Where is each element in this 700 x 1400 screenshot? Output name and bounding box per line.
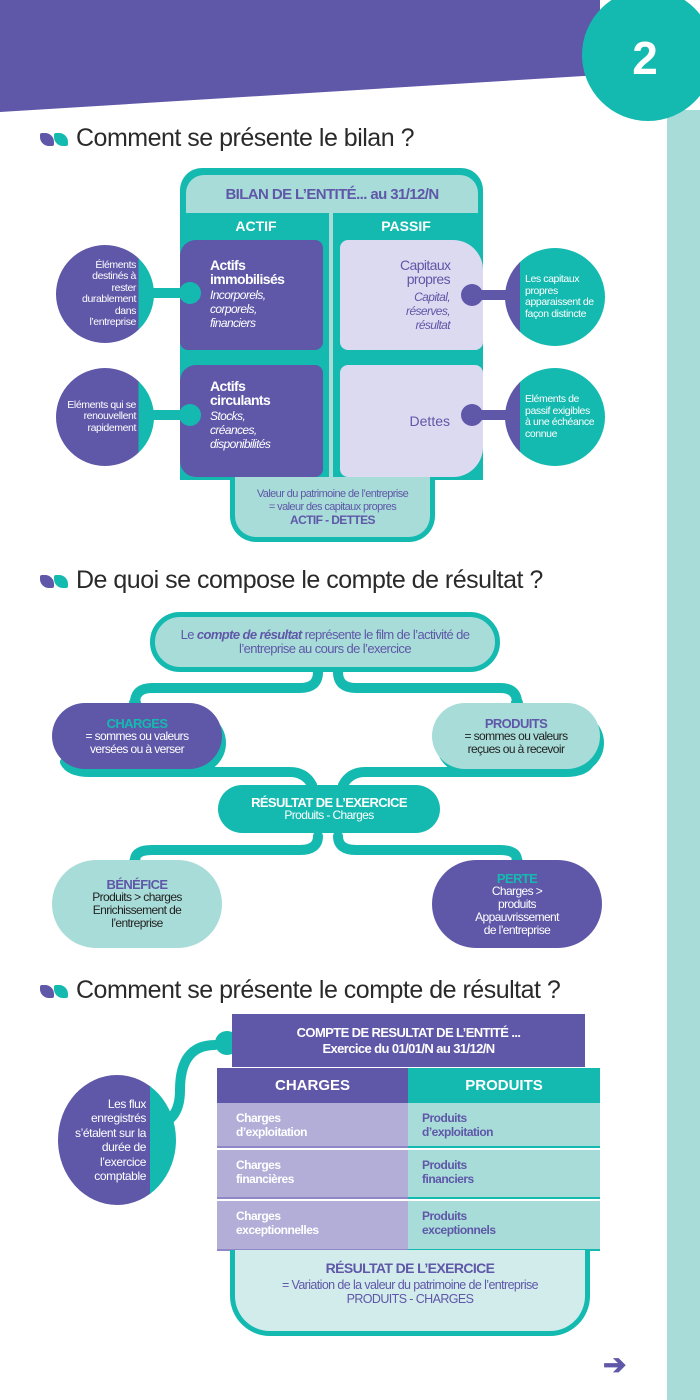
box-detail: Capital, réserves, résultat: [406, 290, 451, 332]
page-number: 2: [632, 31, 658, 84]
box-title: Dettes: [409, 413, 450, 429]
actifs-circulants-box: Actifs circulants Stocks, créances, disp…: [180, 365, 323, 477]
produits-cell: Produits exceptionnels: [408, 1201, 600, 1251]
note-immobilises: Éléments destinés à rester durablement d…: [56, 245, 154, 343]
produits-cell: Produits d’exploitation: [408, 1103, 600, 1148]
leaf-icon: [40, 566, 68, 595]
pill-text: Charges > produits Appauvrissement de l’…: [475, 883, 559, 937]
charges-cell: Charges exceptionnelles: [217, 1201, 408, 1251]
pill-title: RÉSULTAT DE L’EXERCICE: [251, 795, 407, 810]
footer-line: = valeur des capitaux propres: [268, 500, 397, 513]
result-line: PRODUITS - CHARGES: [346, 1292, 474, 1306]
passif-label: PASSIF: [381, 218, 431, 234]
divider: [329, 213, 333, 480]
note-text: Les flux enregistrés s’étalent sur la du…: [75, 1096, 146, 1184]
compte-header: COMPTE DE RESULTAT DE L’ENTITÉ ... Exerc…: [232, 1014, 585, 1067]
note-text: Les capitaux propres apparaissent de faç…: [525, 273, 594, 320]
result-line: = Variation de la valeur du patrimoine d…: [281, 1278, 539, 1292]
footer-formula: ACTIF - DETTES: [290, 512, 376, 527]
dettes-box: Dettes: [340, 365, 483, 477]
col-produits: PRODUITS: [408, 1068, 600, 1103]
intro-emphasis: compte de résultat: [196, 627, 302, 642]
note-flux: Les flux enregistrés s’étalent sur la du…: [58, 1075, 176, 1205]
note-text: Éléments destinés à rester durablement d…: [82, 258, 136, 328]
bilan-header: BILAN DE L’ENTITÉ... au 31/12/N: [186, 175, 478, 213]
compte-resultat-intro: Le compte de résultat représente le film…: [150, 612, 500, 672]
box-title: Actifs circulants: [210, 378, 271, 408]
pill-text: Produits > charges Enrichissement de l’e…: [92, 890, 182, 930]
note-dettes: Eléments de passif exigibles à une échéa…: [505, 368, 605, 466]
result-title: RÉSULTAT DE L’EXERCICE: [325, 1260, 495, 1276]
section-title-bilan: Comment se présente le bilan ?: [40, 124, 414, 153]
section-title-composition: De quoi se compose le compte de résultat…: [40, 566, 543, 595]
bilan-footer: Valeur du patrimoine de l’entreprise = v…: [230, 477, 435, 542]
footer-line: Valeur du patrimoine de l’entreprise: [256, 487, 409, 500]
arrow-right-icon[interactable]: ➔: [603, 1349, 627, 1380]
bilan-connectors: [150, 282, 510, 426]
section-title-text: De quoi se compose le compte de résultat…: [76, 566, 543, 594]
leaf-icon: [40, 976, 68, 1005]
pill-text: Produits - Charges: [284, 808, 374, 822]
note-text: Eléments qui se renouvellent rapidement: [67, 398, 136, 434]
produits-pill: PRODUITS = sommes ou valeurs reçues ou à…: [432, 703, 600, 769]
actif-label: ACTIF: [235, 218, 277, 234]
section-title-presentation: Comment se présente le compte de résulta…: [40, 976, 561, 1005]
pill-text: = sommes ou valeurs versées ou à verser: [85, 728, 190, 756]
section-title-text: Comment se présente le compte de résulta…: [76, 976, 561, 1004]
box-detail: Incorporels, corporels, financiers: [210, 288, 266, 330]
leaf-icon: [40, 124, 68, 153]
note-capitaux: Les capitaux propres apparaissent de faç…: [505, 248, 605, 346]
produits-cell: Produits financiers: [408, 1150, 600, 1199]
box-title: Actifs immobilisés: [210, 257, 285, 287]
header-line: COMPTE DE RESULTAT DE L’ENTITÉ ...: [296, 1024, 521, 1040]
box-detail: Stocks, créances, disponibilités: [210, 409, 271, 451]
pill-text: = sommes ou valeurs reçues ou à recevoir: [464, 728, 569, 756]
note-text: Eléments de passif exigibles à une échéa…: [525, 393, 595, 440]
section-title-text: Comment se présente le bilan ?: [76, 124, 414, 152]
header-line: Exercice du 01/01/N au 31/12/N: [322, 1040, 495, 1056]
pill-title: PRODUITS: [484, 715, 548, 731]
note-circulants: Eléments qui se renouvellent rapidement: [56, 368, 154, 466]
capitaux-propres-box: Capitaux propres Capital, réserves, résu…: [340, 240, 483, 350]
intro-text: Le: [180, 627, 197, 642]
box-title: Capitaux propres: [400, 257, 451, 287]
intro-text: représente le film de l’activité de l’en…: [239, 627, 470, 656]
perte-pill: PERTE Charges > produits Appauvrissement…: [432, 860, 602, 948]
pill-title: BÉNÉFICE: [106, 877, 169, 892]
pill-title: CHARGES: [106, 715, 168, 731]
charges-pill: CHARGES = sommes ou valeurs versées ou à…: [52, 703, 222, 769]
resultat-pill: RÉSULTAT DE L’EXERCICE Produits - Charge…: [218, 785, 440, 833]
charges-cell: Charges d’exploitation: [217, 1103, 408, 1148]
resultat-exercice-box: RÉSULTAT DE L’EXERCICE = Variation de la…: [230, 1250, 590, 1336]
charges-cell: Charges financières: [217, 1150, 408, 1199]
pill-title: PERTE: [496, 870, 538, 886]
actifs-immobilises-box: Actifs immobilisés Incorporels, corporel…: [180, 240, 323, 350]
benefice-pill: BÉNÉFICE Produits > charges Enrichisseme…: [52, 860, 222, 948]
col-charges: CHARGES: [217, 1068, 408, 1103]
